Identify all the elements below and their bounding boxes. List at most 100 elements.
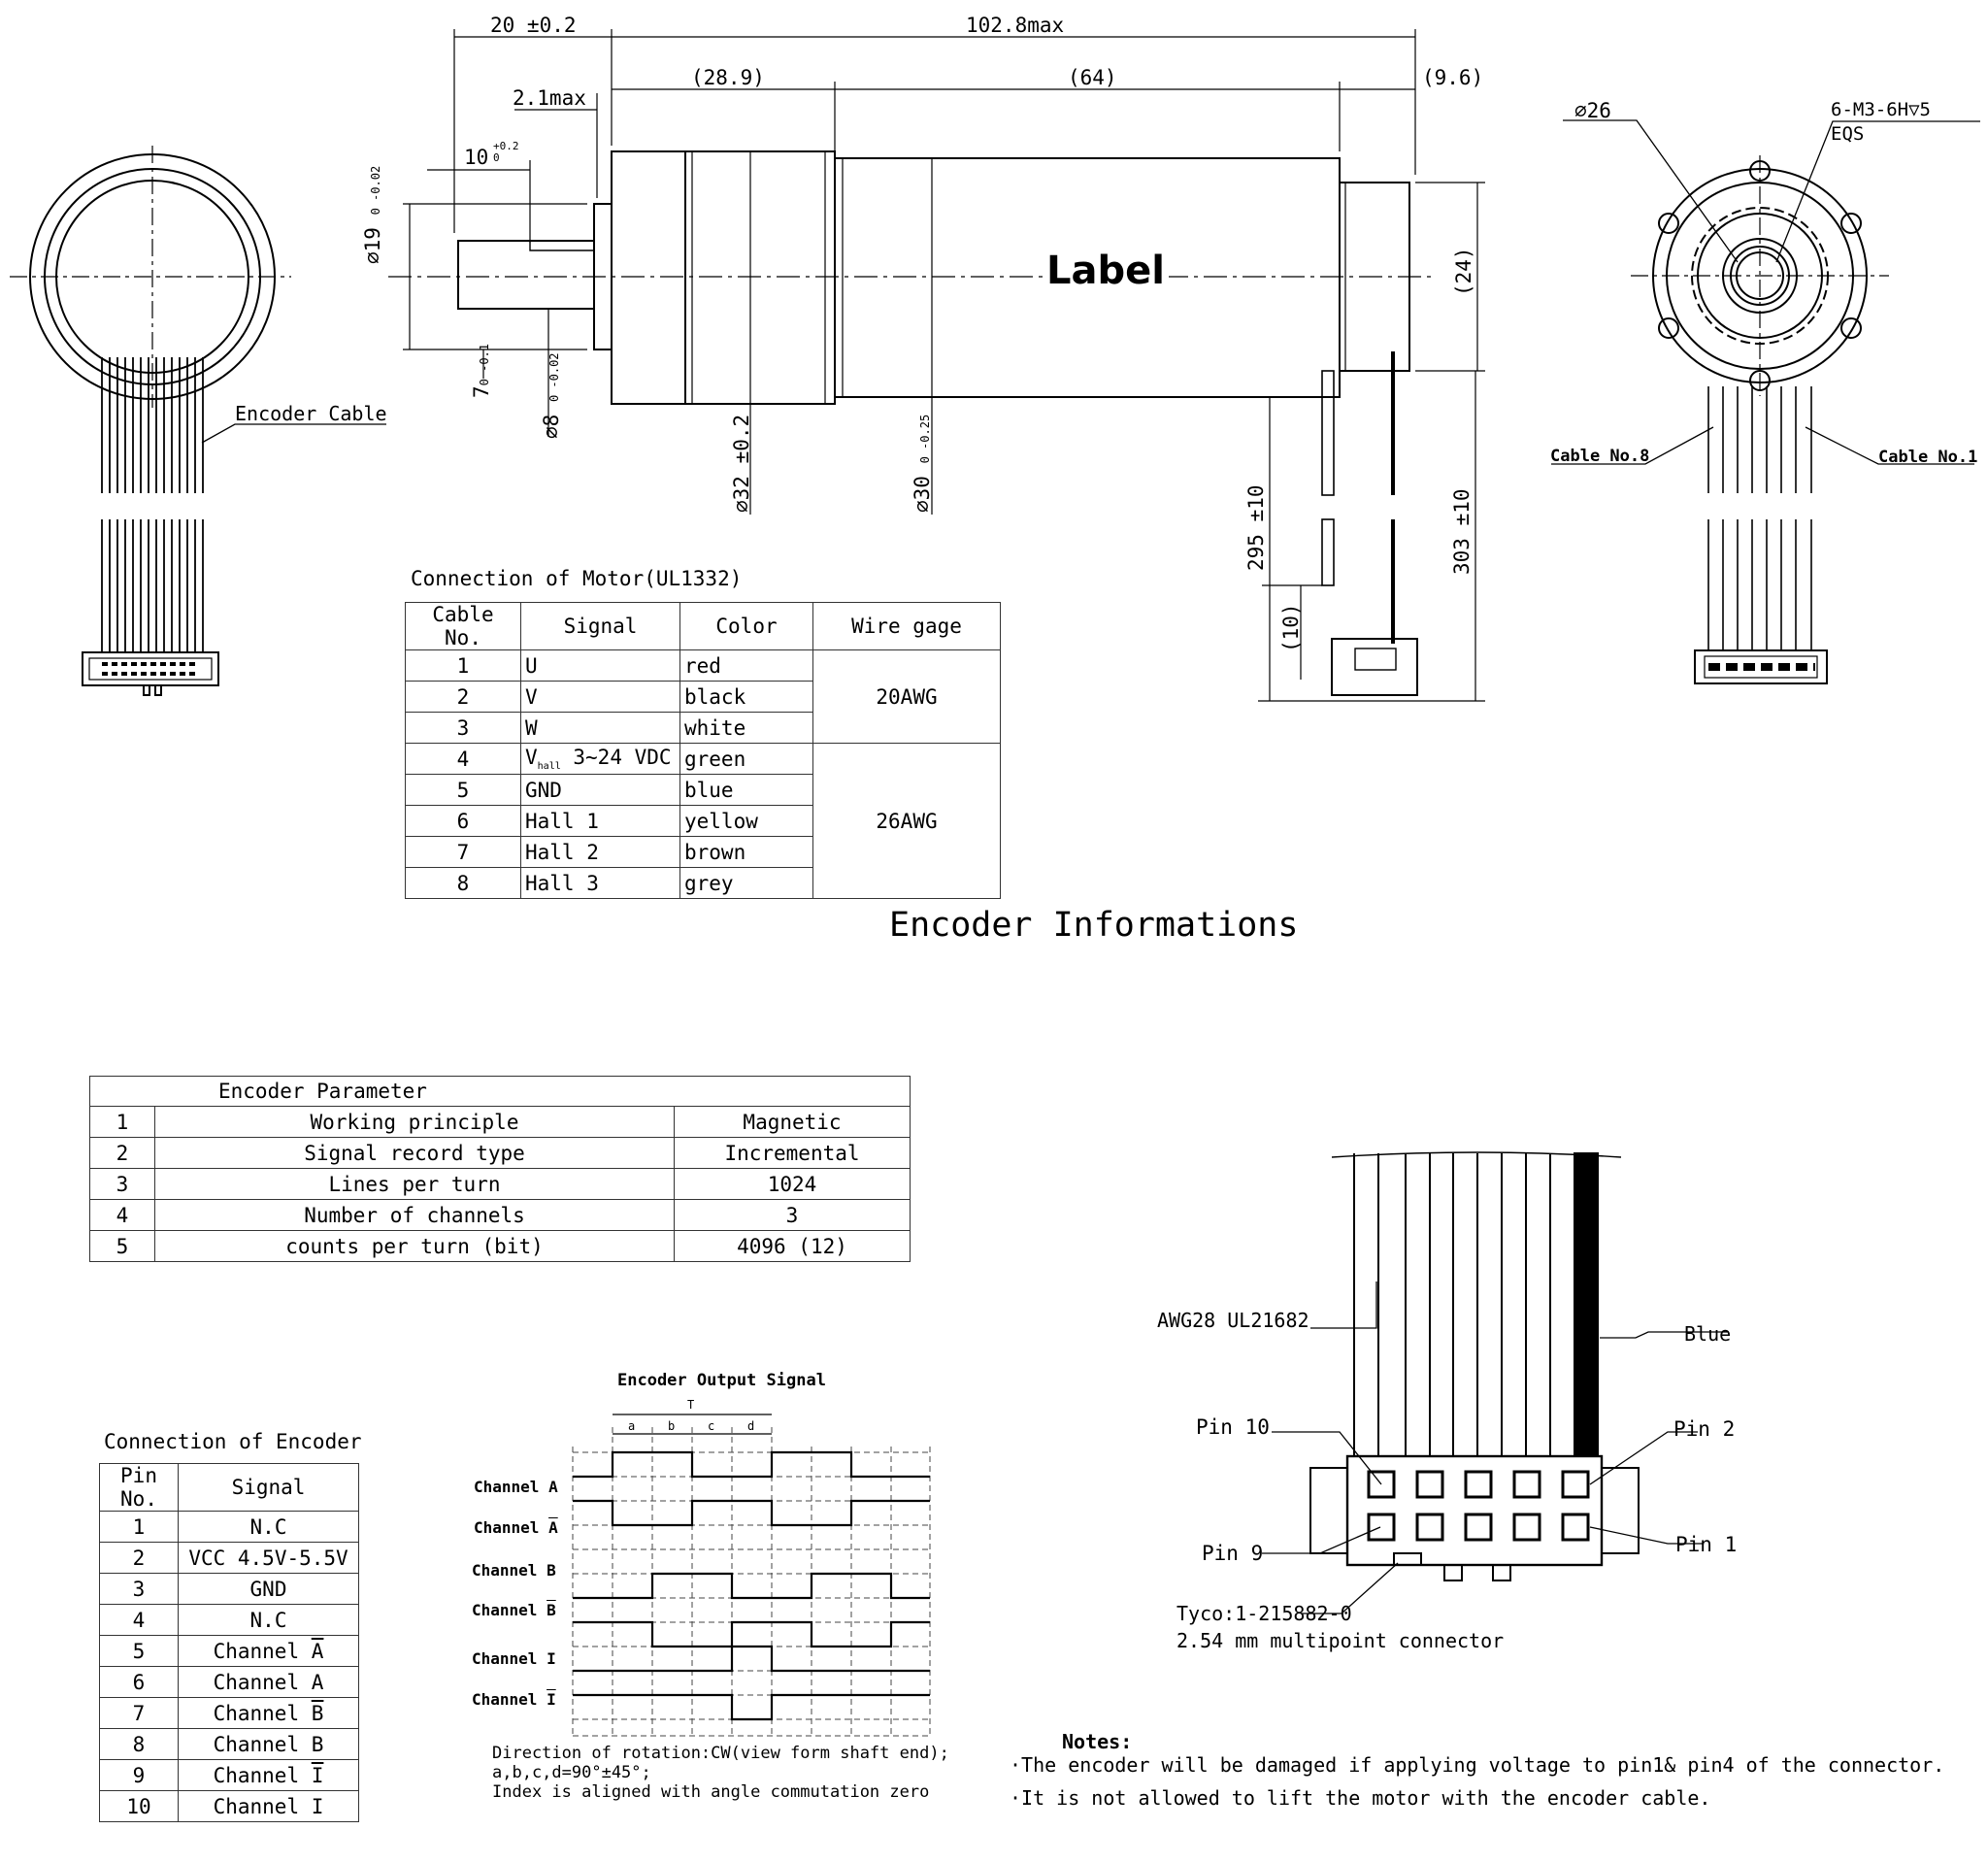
table-row: 4 Vhall 3~24 VDC green 26AWG: [405, 743, 1001, 899]
timing-note: Direction of rotation:CW(view form shaft…: [492, 1744, 949, 1763]
cell-no: 1: [89, 1106, 155, 1138]
encoder-connection-title: Connection of Encoder: [104, 1430, 362, 1453]
dim-overall-length: 102.8max: [966, 14, 1065, 37]
cell-value: 1024: [674, 1168, 911, 1200]
cell-signal: Channel I: [178, 1790, 359, 1822]
cell-color: grey: [679, 867, 813, 899]
cell-wire-gage: 26AWG: [812, 743, 1001, 899]
header-signal: Signal: [178, 1463, 359, 1512]
dim-shaft-length: 10: [464, 146, 489, 169]
table-row: 1 Working principle Magnetic: [89, 1106, 911, 1138]
header-wire-gage: Wire gage: [812, 602, 1001, 650]
cell-parameter: Working principle: [154, 1106, 675, 1138]
dim-shaft-diameter: ∅8 0 -0.02: [540, 352, 563, 439]
notes-title: Notes:: [1062, 1730, 1133, 1753]
dim-gearbox-diameter: ∅32 ±0.2: [730, 414, 753, 513]
dim-flange-length: 20 ±0.2: [490, 14, 577, 37]
cell-pin: 10: [99, 1790, 179, 1822]
cell-signal: GND: [178, 1573, 359, 1605]
cell-no: 5: [89, 1230, 155, 1262]
dim-shaft-length-tolerance: +0.2 0: [493, 140, 519, 164]
timing-channel-label: Channel I: [472, 1649, 556, 1668]
timing-channel-label: Channel B: [472, 1561, 556, 1580]
encoder-informations-heading: Encoder Informations: [889, 906, 1299, 945]
cell-color: brown: [679, 836, 813, 868]
cell-value: 3: [674, 1199, 911, 1231]
table-row: 2 Signal record type Incremental: [89, 1137, 911, 1169]
cell-pin: 1: [99, 1511, 179, 1543]
encoder-connector-view: [1262, 1151, 1728, 1614]
dim-motor-diameter: ∅30 0 -0.25: [911, 414, 934, 513]
header-pin-no: Pin No.: [99, 1463, 179, 1512]
cell-pin: 4: [99, 1604, 179, 1636]
motor-connection-table: Cable No. Signal Color Wire gage 1 U red…: [405, 602, 1001, 899]
cell-no: 4: [89, 1199, 155, 1231]
dim-flange-gap: 2.1max: [513, 86, 586, 110]
right-end-view: [1551, 119, 1980, 684]
left-end-view: [10, 146, 386, 696]
cell-signal: Channel A: [178, 1666, 359, 1698]
cell-signal: N.C: [178, 1511, 359, 1543]
cell-no: 5: [405, 774, 521, 806]
blue-wire-label: Blue: [1684, 1322, 1732, 1346]
pin-2-label: Pin 2: [1673, 1417, 1736, 1441]
dim-gearbox-length: (28.9): [691, 66, 765, 89]
phase-label-b: b: [668, 1419, 676, 1433]
cell-parameter: Signal record type: [154, 1137, 675, 1169]
timing-notes: Direction of rotation:CW(view form shaft…: [492, 1744, 949, 1802]
table-header-row: Cable No. Signal Color Wire gage: [405, 602, 1001, 650]
table-header-row: Pin No. Signal: [99, 1463, 359, 1512]
cell-pin: 3: [99, 1573, 179, 1605]
cell-signal: W: [520, 712, 680, 744]
timing-channel-label: Channel A: [474, 1518, 558, 1537]
phase-label-c: c: [708, 1419, 715, 1433]
table-row: 8 Hall 3 grey: [405, 867, 1001, 899]
cell-color: white: [679, 712, 813, 744]
pin-10-label: Pin 10: [1196, 1415, 1270, 1439]
table-row: 3 Lines per turn 1024: [89, 1168, 911, 1200]
period-label: T: [687, 1398, 695, 1412]
cell-signal: VCC 4.5V-5.5V: [178, 1542, 359, 1574]
dim-encoder-length: (9.6): [1422, 66, 1484, 89]
cell-parameter: Number of channels: [154, 1199, 675, 1231]
note-item: ·The encoder will be damaged if applying…: [1010, 1753, 1945, 1777]
dim-strip-length: (10): [1279, 603, 1303, 652]
cell-no: 1: [405, 649, 521, 682]
table-header-row: Encoder Parameter: [89, 1076, 911, 1107]
cell-parameter: counts per turn (bit): [154, 1230, 675, 1262]
timing-note: Index is aligned with angle commutation …: [492, 1782, 930, 1802]
cell-signal: Hall 2: [520, 836, 680, 868]
motor-label: Label: [1043, 249, 1169, 293]
cell-value: Incremental: [674, 1137, 911, 1169]
timing-channel-label: Channel I: [472, 1690, 556, 1709]
cable-no-8-label: Cable No.8: [1550, 447, 1650, 466]
table-row: 1 U red 20AWG: [405, 649, 1001, 744]
cell-color: black: [679, 681, 813, 713]
cell-signal: Channel B: [178, 1728, 359, 1760]
cell-pin: 5: [99, 1635, 179, 1667]
table-row: 5 counts per turn (bit) 4096 (12): [89, 1230, 911, 1262]
awg-label: AWG28 UL21682: [1157, 1309, 1309, 1332]
output-signal-title: Encoder Output Signal: [617, 1371, 826, 1390]
cell-signal: Hall 3: [520, 867, 680, 899]
side-view: [388, 29, 1485, 702]
timing-channel-label: Channel B: [472, 1601, 556, 1619]
encoder-parameter-title: Encoder Parameter: [89, 1076, 911, 1107]
cell-pin: 9: [99, 1759, 179, 1791]
cell-signal: Channel I: [178, 1759, 359, 1791]
header-color: Color: [679, 602, 813, 650]
cell-pin: 2: [99, 1542, 179, 1574]
dim-pilot-diameter: ∅19 0 -0.02: [361, 165, 384, 264]
dim-encoder-height: (24): [1452, 247, 1475, 296]
cell-color: red: [679, 649, 813, 682]
motor-connection-title: Connection of Motor(UL1332): [411, 567, 743, 590]
cell-signal: N.C: [178, 1604, 359, 1636]
table-row: 4 Number of channels 3: [89, 1199, 911, 1231]
